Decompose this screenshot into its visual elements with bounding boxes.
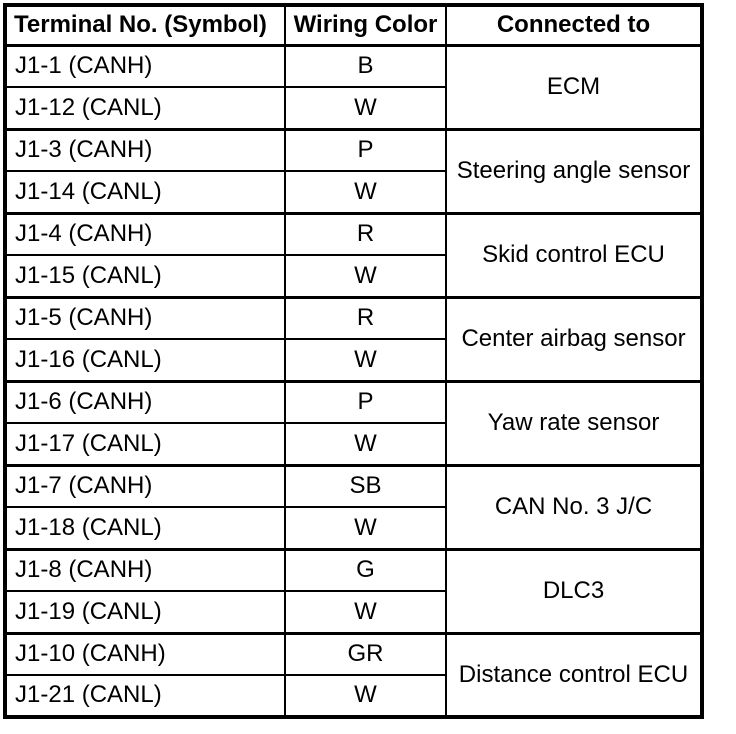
terminal-cell: J1-8 (CANH) [4, 547, 286, 592]
table-row: J1-16 (CANL)W [4, 338, 702, 382]
terminal-cell: J1-12 (CANL) [4, 86, 286, 130]
wiring-color-cell: W [284, 338, 447, 382]
wiring-color-cell: W [284, 86, 447, 130]
table-row: J1-14 (CANL)W [4, 170, 702, 214]
wiring-color-cell: P [284, 379, 447, 424]
terminal-cell: J1-14 (CANL) [4, 170, 286, 214]
table-row: J1-12 (CANL)W [4, 86, 702, 130]
wiring-color-cell: W [284, 674, 447, 718]
wiring-color-cell: P [284, 127, 447, 172]
wiring-color-cell: W [284, 590, 447, 634]
terminal-cell: J1-7 (CANH) [4, 463, 286, 508]
terminal-cell: J1-4 (CANH) [4, 211, 286, 256]
table-row: J1-18 (CANL)W [4, 506, 702, 550]
terminal-cell: J1-21 (CANL) [4, 674, 286, 718]
header-wiring-color: Wiring Color [284, 4, 447, 47]
wiring-color-cell: GR [284, 631, 447, 676]
terminal-cell: J1-16 (CANL) [4, 338, 286, 382]
connected-to-cell: Steering angle sensor [445, 127, 703, 214]
table-row: J1-21 (CANL)W [4, 674, 702, 718]
wiring-color-cell: B [284, 43, 447, 88]
wiring-color-cell: R [284, 211, 447, 256]
terminal-cell: J1-5 (CANH) [4, 295, 286, 340]
terminal-cell: J1-10 (CANH) [4, 631, 286, 676]
table-row: J1-17 (CANL)W [4, 422, 702, 466]
connected-to-cell: Distance control ECU [445, 631, 703, 718]
wiring-table: Terminal No. (Symbol) Wiring Color Conne… [3, 3, 704, 719]
wiring-color-cell: SB [284, 463, 447, 508]
wiring-color-cell: W [284, 170, 447, 214]
connected-to-cell: Center airbag sensor [445, 295, 703, 382]
connected-to-cell: DLC3 [445, 547, 703, 634]
connected-to-cell: Skid control ECU [445, 211, 703, 298]
header-row: Terminal No. (Symbol) Wiring Color Conne… [4, 4, 703, 47]
wiring-color-cell: W [284, 422, 447, 466]
wiring-color-cell: G [284, 547, 447, 592]
header-terminal-no: Terminal No. (Symbol) [4, 4, 286, 47]
terminal-cell: J1-18 (CANL) [4, 506, 286, 550]
connected-to-cell: Yaw rate sensor [445, 379, 703, 466]
wiring-color-cell: W [284, 254, 447, 298]
header-connected-to: Connected to [445, 4, 703, 47]
connected-to-cell: ECM [445, 43, 703, 130]
wiring-color-cell: R [284, 295, 447, 340]
terminal-cell: J1-15 (CANL) [4, 254, 286, 298]
page: Terminal No. (Symbol) Wiring Color Conne… [3, 3, 704, 719]
table-row: J1-15 (CANL)W [4, 254, 702, 298]
terminal-cell: J1-6 (CANH) [4, 379, 286, 424]
terminal-cell: J1-17 (CANL) [4, 422, 286, 466]
terminal-cell: J1-1 (CANH) [4, 43, 286, 88]
table-row: J1-19 (CANL)W [4, 590, 702, 634]
wiring-color-cell: W [284, 506, 447, 550]
terminal-cell: J1-19 (CANL) [4, 590, 286, 634]
connected-to-cell: CAN No. 3 J/C [445, 463, 703, 550]
terminal-cell: J1-3 (CANH) [4, 127, 286, 172]
